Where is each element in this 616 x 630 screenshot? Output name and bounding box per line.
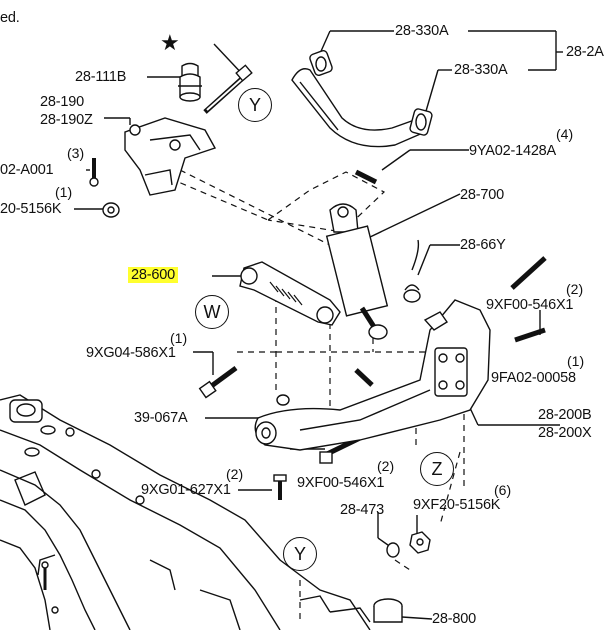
qty-9xf20-5156k: (6) [494,482,512,498]
part-label-28-800: 28-800 [432,611,476,627]
part-label-20-5156k: 20-5156K [0,201,62,217]
part-label-9xg04-586x1: 9XG04-586X1 [86,345,176,361]
view-marker-w: W [195,295,229,329]
part-label-9xf00-546x1-lower: 9XF00-546X1 [297,475,385,491]
part-label-9xf20-5156k: 9XF20-5156K [413,497,501,513]
part-label-28-330a-top: 28-330A [395,23,449,39]
part-label-28-200x: 28-200X [538,425,592,441]
qty-9xf00-546x1-lower: (2) [377,458,395,474]
view-marker-y: Y [238,88,272,122]
part-label-28-111b: 28-111B [75,69,127,85]
part-label-28-66y: 28-66Y [460,237,506,253]
qty-9xg04-586x1: (1) [170,330,188,346]
part-label-28-700: 28-700 [460,187,504,203]
qty-20-5156k: (1) [55,184,73,200]
view-marker-y-lower: Y [283,537,317,571]
qty-9xg01-627x1: (2) [226,466,244,482]
part-label-28-330a: 28-330A [454,62,508,78]
view-marker-z: Z [420,452,454,486]
part-label-28-473: 28-473 [340,502,384,518]
part-label-28-190: 28-190 [40,94,84,110]
part-label-28-190z: 28-190Z [40,112,93,128]
part-label-02-a001: 02-A001 [0,162,54,178]
star-icon: ★ [160,30,180,55]
qty-02-a001: (3) [67,145,85,161]
qty-9fa02-00058: (1) [567,353,585,369]
part-label-9fa02-00058: 9FA02-00058 [491,370,576,386]
part-label-28-600-highlighted: 28-600 [128,267,178,283]
part-label-9xf00-546x1-right: 9XF00-546X1 [486,297,574,313]
part-label-39-067a: 39-067A [134,410,188,426]
part-label-28-2a: 28-2A [566,44,604,60]
part-label-28-200b: 28-200B [538,407,592,423]
part-label-9ya02-1428a: 9YA02-1428A [469,143,557,159]
part-label-9xg01-627x1: 9XG01-627X1 [141,482,231,498]
qty-9xf00-546x1-right: (2) [566,281,584,297]
caption-fragment: ed. [0,10,20,26]
qty-9ya02: (4) [556,126,574,142]
